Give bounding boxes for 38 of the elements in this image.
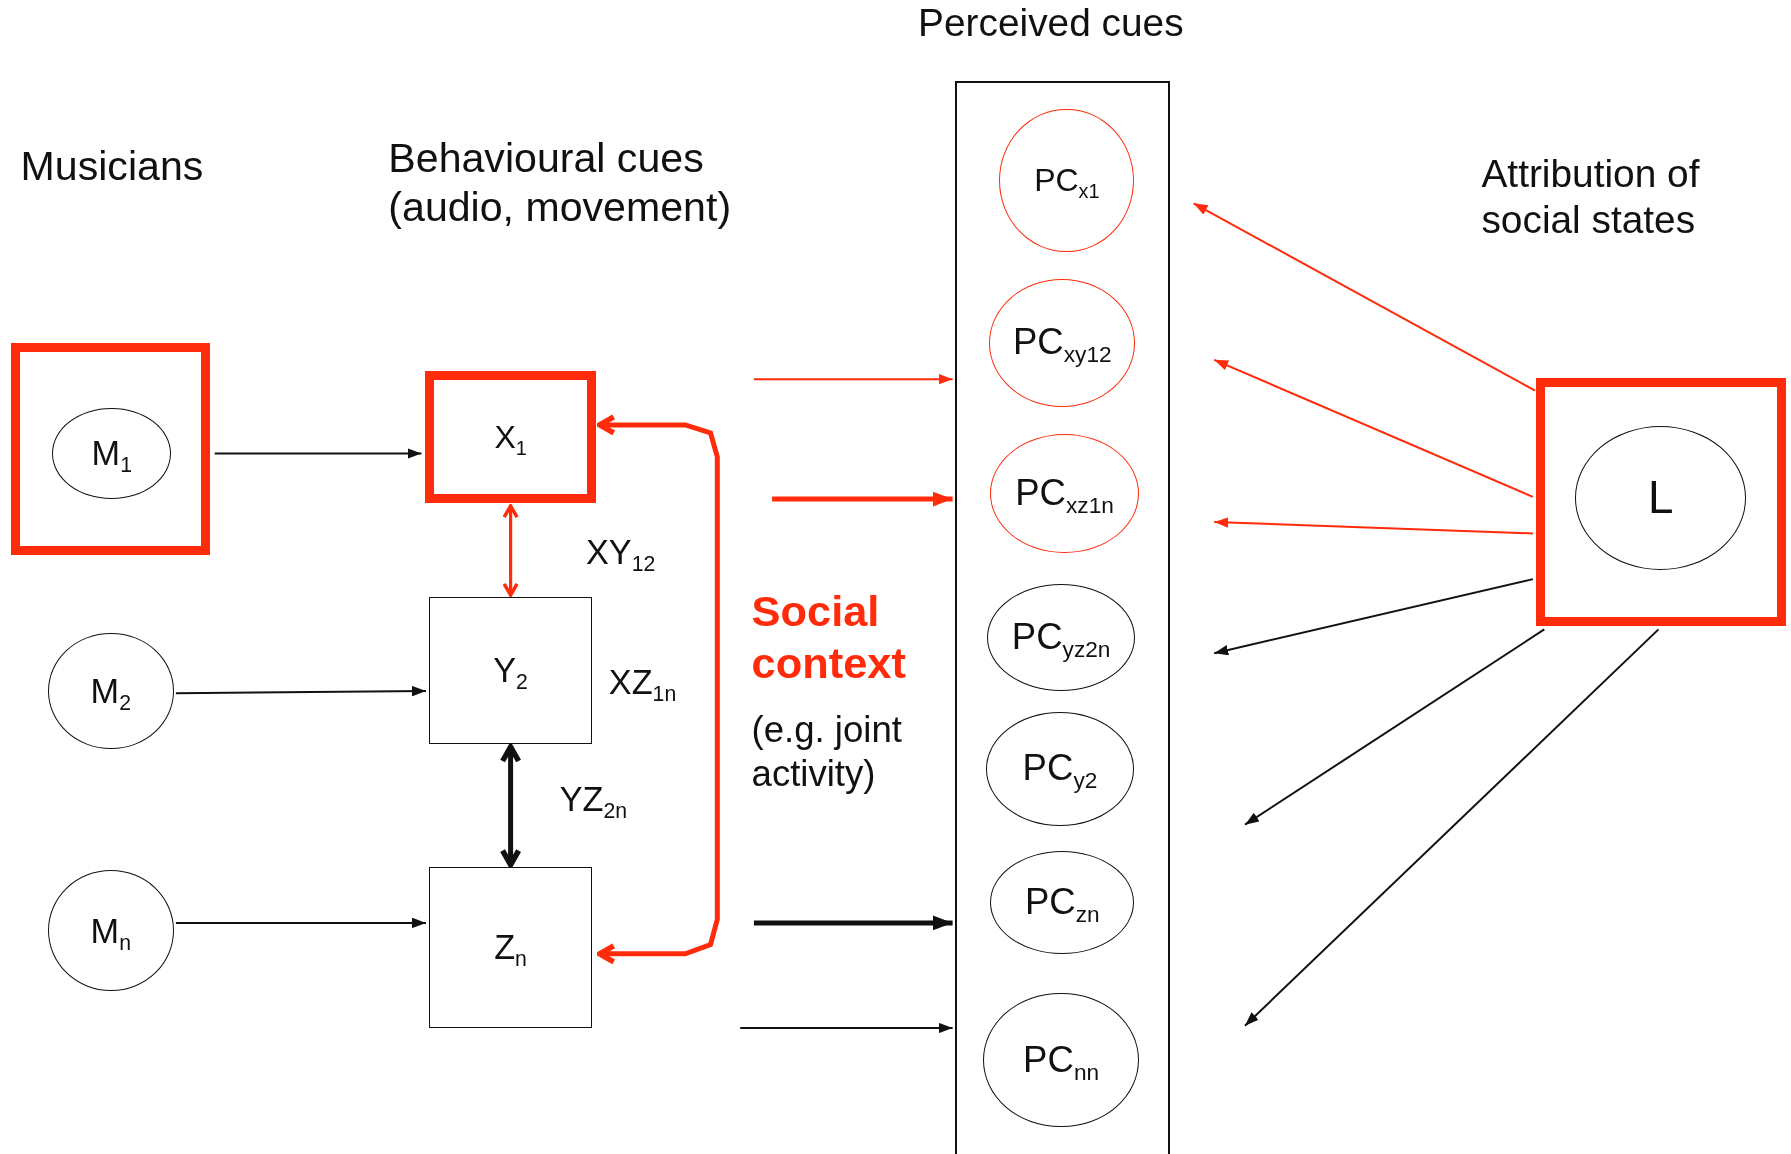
arrow	[1213, 578, 1534, 657]
cue-ellipse: PC$_{zn}$	[990, 850, 1135, 954]
cue-label: YZ$_{2n}$	[559, 779, 629, 821]
context-note: (e.g. joint activity)	[751, 708, 903, 796]
cue-box: X$_{1}$	[424, 371, 597, 503]
cue-box: Z$_{n}$	[429, 866, 592, 1028]
arrow	[1244, 628, 1546, 826]
cue-box: Y$_{2}$	[429, 597, 592, 744]
arrow	[739, 1022, 954, 1034]
arrow	[174, 685, 427, 697]
double-arrow	[499, 744, 522, 868]
highlight-square	[1536, 378, 1787, 626]
double-arrow	[596, 414, 720, 965]
cue-ellipse: PC$_{xy12}$	[989, 278, 1136, 407]
column-heading: Perceived cues	[917, 0, 1185, 46]
arrow	[213, 448, 423, 459]
arrow	[772, 491, 953, 507]
arrow	[174, 917, 427, 929]
listener-ellipse: L	[1574, 425, 1747, 570]
arrow	[753, 915, 953, 931]
cue-ellipse: PC$_{x1}$	[999, 108, 1135, 253]
section-heading: Behavioural cues (audio, movement)	[388, 133, 733, 232]
double-arrow	[502, 504, 519, 597]
arrow	[1213, 517, 1534, 535]
cue-label: XZ$_{1n}$	[608, 662, 678, 704]
section-heading: Attribution of social states	[1481, 150, 1701, 244]
arrow	[1213, 358, 1534, 498]
context-title: Social context	[751, 585, 907, 689]
highlight-square	[11, 342, 211, 556]
arrow	[1192, 202, 1537, 392]
arrow	[752, 373, 954, 385]
cue-label: XY$_{12}$	[585, 532, 657, 574]
musician-ellipse: M$_{1}$	[52, 407, 172, 499]
musician-ellipse: M$_{n}$	[47, 870, 174, 992]
cue-ellipse: PC$_{xz1n}$	[990, 434, 1139, 553]
cue-ellipse: PC$_{yz2n}$	[986, 583, 1136, 691]
section-heading: Musicians	[20, 141, 205, 191]
arrow	[1244, 628, 1660, 1027]
